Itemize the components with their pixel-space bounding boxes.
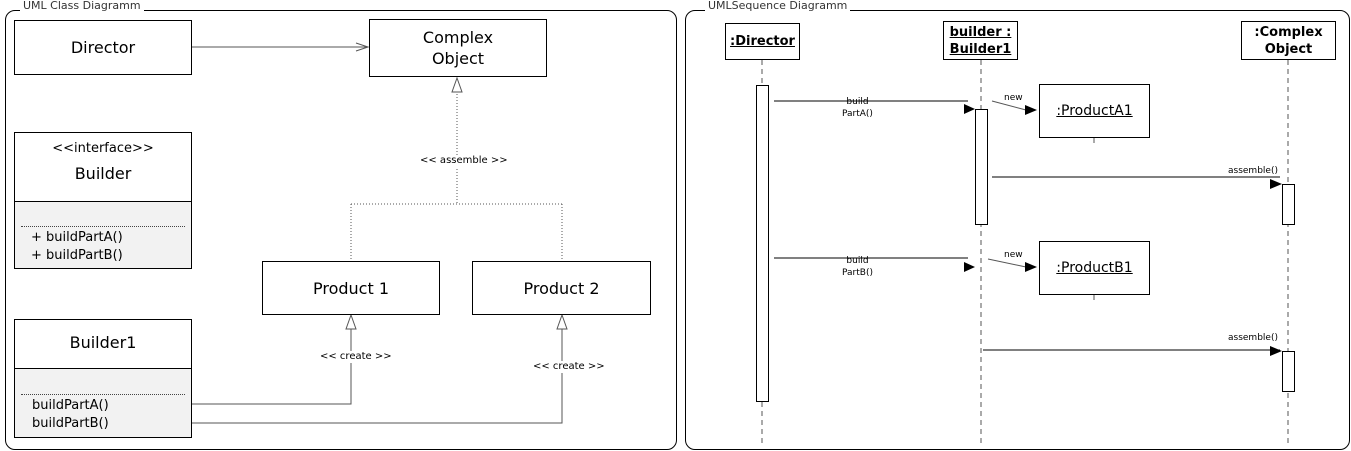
director-activation xyxy=(756,85,769,402)
product-a-instance: :ProductA1 xyxy=(1039,84,1150,138)
product2-class-label: Product 2 xyxy=(523,278,600,298)
complex-lifeline-head: :Complex Object xyxy=(1241,21,1336,60)
product-b-instance: :ProductB1 xyxy=(1039,241,1150,295)
builder-interface-class: <<interface>> Builder + buildPartA() + b… xyxy=(14,132,192,269)
builder1-name: Builder1 xyxy=(69,333,137,352)
product-a-instance-label: :ProductA1 xyxy=(1056,102,1133,119)
msg-new-b-arrowhead xyxy=(1025,262,1037,272)
msg-build-a-arrowhead xyxy=(964,104,975,114)
director-class: Director xyxy=(14,20,192,75)
builder-op-build-part-a: + buildPartA() xyxy=(31,230,123,245)
create-arrowhead-2 xyxy=(556,313,568,330)
director-class-label: Director xyxy=(70,38,136,57)
msg-build-b-label: build PartB() xyxy=(842,256,873,278)
builder1-op-build-part-b: buildPartB() xyxy=(32,416,109,431)
assemble-arrowhead xyxy=(451,76,463,93)
msg-new-a-line xyxy=(991,100,1027,111)
class-diagram-title: UML Class Diagramm xyxy=(20,0,144,12)
msg-assemble-1-label: assemble() xyxy=(1228,166,1278,176)
msg-new-a-label: new xyxy=(1004,93,1023,103)
complex-lifeline-label-2: Object xyxy=(1264,41,1313,57)
builder-lifeline-label-1: builder : xyxy=(949,24,1012,40)
msg-assemble-1-arrowhead xyxy=(1270,179,1282,189)
msg-build-b-arrowhead xyxy=(964,262,975,272)
builder-stereotype: <<interface>> xyxy=(52,141,154,156)
msg-new-b-label: new xyxy=(1004,250,1023,260)
msg-build-a-label: build PartA() xyxy=(842,97,873,119)
msg-assemble-2-arrowhead xyxy=(1270,346,1282,356)
sequence-diagram-frame xyxy=(685,10,1350,450)
assemble-label: << assemble >> xyxy=(418,155,510,167)
product-b-instance-label: :ProductB1 xyxy=(1056,259,1133,276)
director-lifeline-head: :Director xyxy=(725,23,800,60)
builder1-op-build-part-a: buildPartA() xyxy=(32,398,109,413)
complex-object-class-label: Complex Object xyxy=(422,28,494,68)
complex-activation-2 xyxy=(1282,351,1295,392)
builder-name: Builder xyxy=(74,164,132,183)
complex-lifeline-label-1: :Complex xyxy=(1254,24,1323,40)
create-label-1: << create >> xyxy=(318,351,394,363)
builder1-class: Builder1 buildPartA() buildPartB() xyxy=(14,319,192,438)
create-label-2: << create >> xyxy=(531,361,607,373)
msg-new-a-arrowhead xyxy=(1025,105,1037,115)
create-arrowhead-1 xyxy=(345,313,357,330)
director-to-complex-arrowhead xyxy=(355,42,370,52)
builder-lifeline-head: builder : Builder1 xyxy=(943,21,1018,60)
complex-object-class: Complex Object xyxy=(369,19,547,77)
product2-class: Product 2 xyxy=(472,261,651,315)
product1-class: Product 1 xyxy=(262,261,440,315)
complex-activation-1 xyxy=(1282,184,1295,225)
class-diagram-connectors xyxy=(191,42,568,424)
msg-new-b-line xyxy=(987,258,1027,268)
product1-class-label: Product 1 xyxy=(312,278,389,298)
class-diagram-frame xyxy=(5,10,677,450)
director-lifeline-label: :Director xyxy=(730,34,795,49)
builder-op-build-part-b: + buildPartB() xyxy=(31,248,123,263)
msg-assemble-2-label: assemble() xyxy=(1228,333,1278,343)
builder-activation-1 xyxy=(975,109,988,225)
create-line-2 xyxy=(191,329,563,424)
sequence-diagram-title: UMLSequence Diagramm xyxy=(705,0,851,12)
builder-lifeline-label-2: Builder1 xyxy=(949,41,1012,57)
